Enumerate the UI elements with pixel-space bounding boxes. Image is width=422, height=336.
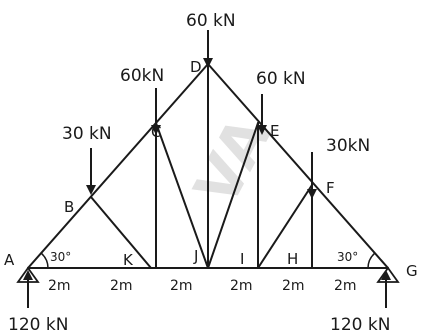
angle-label-right: 30° [337, 250, 358, 264]
span-label-5: 2m [282, 278, 305, 294]
node-label-f: F [326, 179, 335, 197]
reaction-label-right: 120 kN [330, 315, 390, 335]
span-label-1: 2m [48, 278, 71, 294]
member-ej [207, 122, 259, 269]
load-label-d-left: 60kN [120, 66, 164, 86]
angle-label-left: 30° [50, 250, 71, 264]
angle-arc-right [367, 252, 376, 269]
node-label-b: B [64, 198, 74, 216]
member-fi [257, 184, 313, 269]
span-label-2: 2m [110, 278, 133, 294]
span-label-6: 2m [334, 278, 357, 294]
angle-arc-left [40, 252, 49, 269]
node-label-h: H [287, 250, 298, 268]
load-arrows [86, 30, 317, 199]
span-label-4: 2m [230, 278, 253, 294]
node-label-e: E [270, 122, 279, 140]
support-left [16, 266, 40, 283]
node-label-i: I [240, 250, 244, 268]
node-label-k: K [123, 251, 134, 269]
load-label-f: 30kN [326, 136, 370, 156]
node-label-d: D [190, 58, 202, 76]
node-label-j: J [193, 247, 198, 265]
truss-members [27, 63, 389, 269]
reaction-arrows [23, 270, 391, 308]
supports [16, 266, 400, 283]
node-label-c: C [151, 123, 161, 141]
angle-arcs [40, 252, 376, 269]
span-label-3: 2m [170, 278, 193, 294]
member-cj [155, 122, 209, 269]
node-label-a: A [4, 251, 15, 269]
member-bk [90, 196, 152, 269]
node-label-g: G [406, 262, 418, 280]
load-label-c: 30 kN [62, 124, 112, 144]
top-chord-right [207, 63, 389, 269]
reaction-label-left: 120 kN [8, 315, 68, 335]
top-chord-left [27, 63, 209, 269]
load-label-d: 60 kN [186, 11, 236, 31]
support-right [376, 266, 400, 283]
load-label-e: 60 kN [256, 69, 306, 89]
